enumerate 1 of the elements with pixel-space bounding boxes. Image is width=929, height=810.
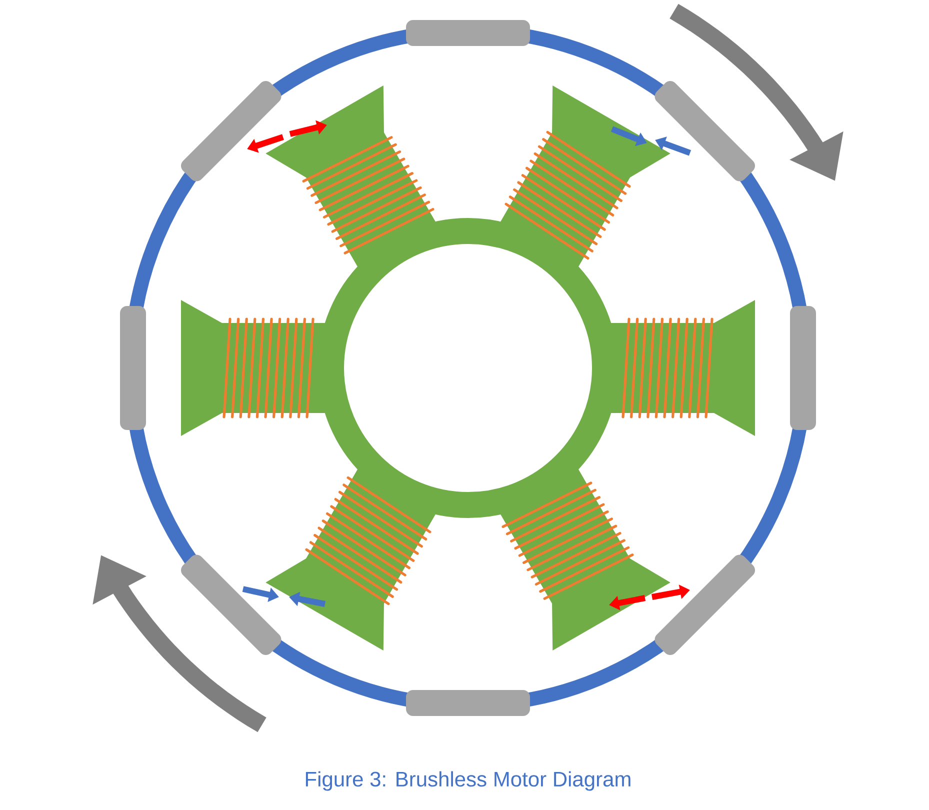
caption: Figure 3: Brushless Motor Diagram (306, 771, 630, 791)
